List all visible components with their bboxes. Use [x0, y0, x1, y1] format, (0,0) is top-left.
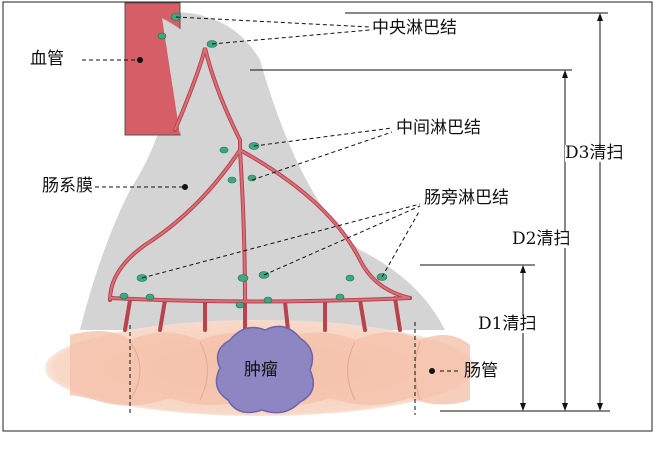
label-intermediate-lymph-node: 中间淋巴结 [396, 118, 481, 138]
label-central-lymph-node: 中央淋巴结 [372, 18, 457, 38]
arrowheads [520, 13, 603, 411]
dissection-range-lines [250, 12, 610, 412]
lymph-nodes [119, 13, 388, 309]
label-vessel: 血管 [30, 49, 64, 69]
leader-lines [82, 16, 460, 415]
frame [2, 1, 653, 432]
label-intestine: 肠管 [464, 361, 498, 381]
label-d1: D1清扫 [478, 314, 537, 334]
tumor [215, 325, 315, 414]
label-paracolic-lymph-node: 肠旁淋巴结 [424, 188, 509, 208]
label-tumor: 肿瘤 [244, 360, 278, 380]
label-d3: D3清扫 [565, 143, 624, 163]
vessel-root [162, 18, 205, 135]
label-d2: D2清扫 [512, 229, 571, 249]
vessel-tree-highlight [109, 47, 411, 303]
label-mesentery: 肠系膜 [42, 176, 93, 196]
